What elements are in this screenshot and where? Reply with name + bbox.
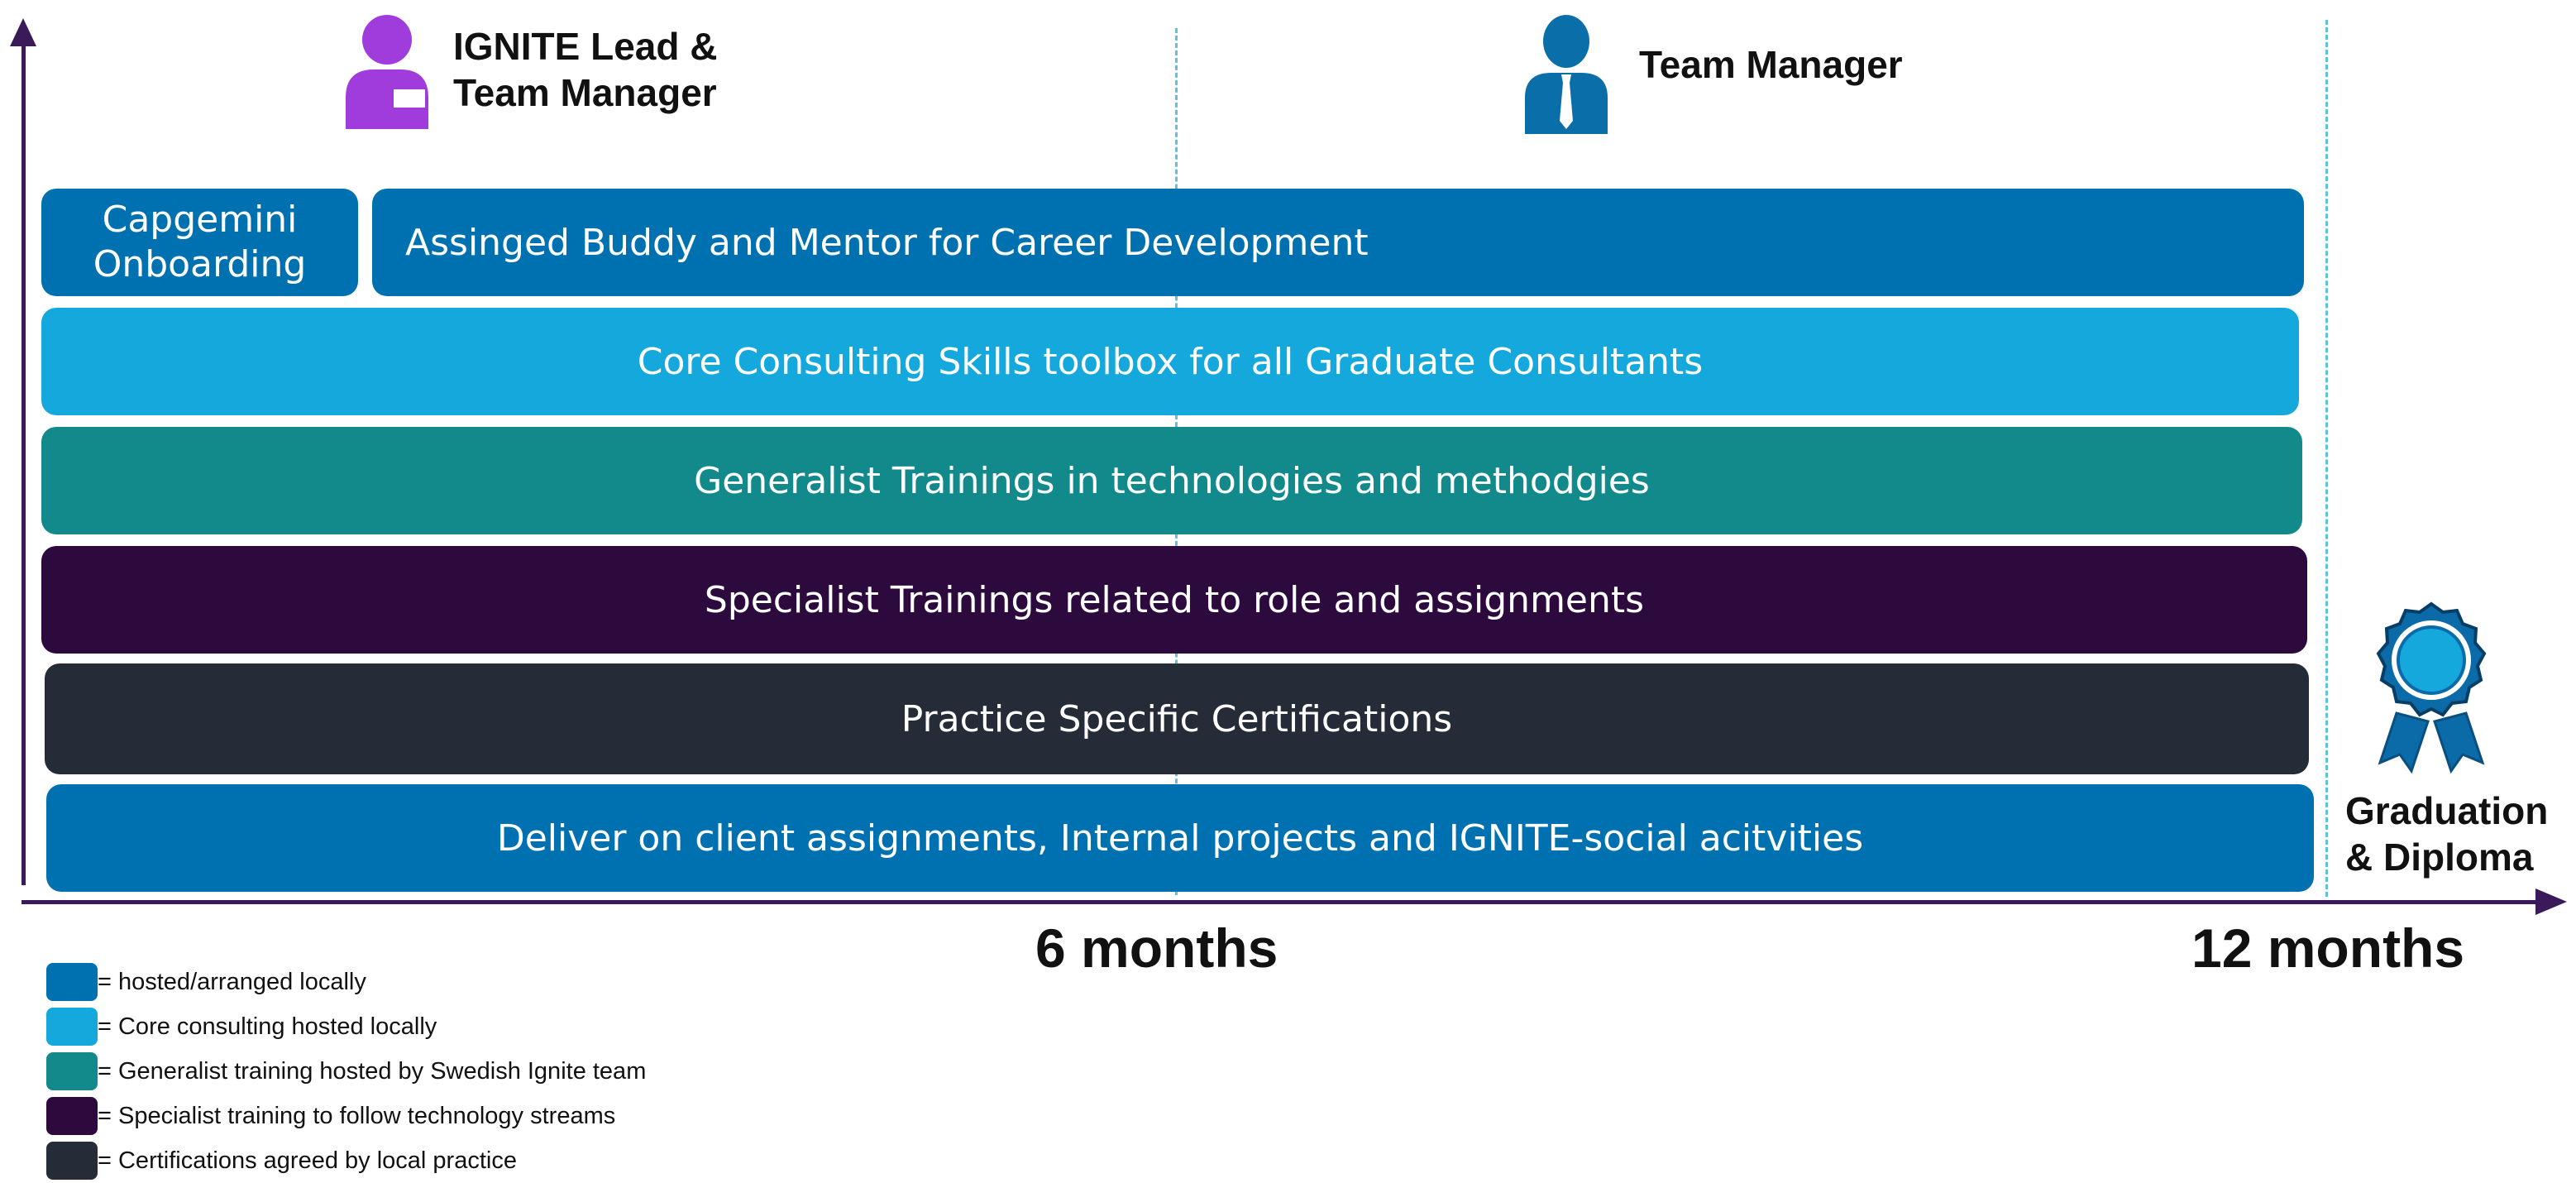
legend-item-generalist: = Generalist training hosted by Swedish …	[46, 1049, 646, 1094]
medal-ribbon-icon	[2365, 601, 2497, 776]
team-manager-title: Team Manager	[1639, 43, 1903, 86]
buddy-mentor-bar: Assinged Buddy and Mentor for Career Dev…	[372, 189, 2304, 296]
twelve-month-marker-line	[2325, 20, 2328, 897]
legend-swatch-generalist	[46, 1052, 98, 1090]
legend-item-local: = hosted/arranged locally	[46, 960, 646, 1004]
legend-label-specialist: = Specialist training to follow technolo…	[98, 1102, 616, 1129]
legend-label-certifications: = Certifications agreed by local practic…	[98, 1147, 517, 1174]
legend-label-core: = Core consulting hosted locally	[98, 1013, 437, 1040]
deliver-bar-label: Deliver on client assignments, Internal …	[496, 817, 1864, 860]
legend-swatch-specialist	[46, 1097, 98, 1135]
twelve-months-label: 12 months	[2191, 917, 2465, 979]
ignite-lead-person-icon	[341, 12, 433, 129]
legend-label-generalist: = Generalist training hosted by Swedish …	[98, 1057, 647, 1085]
certifications-bar: Practice Specific Certifications	[45, 663, 2309, 774]
vertical-axis-arrowhead	[10, 18, 36, 46]
ignite-lead-title: IGNITE Lead & Team Manager	[453, 25, 718, 114]
generalist-training-bar: Generalist Trainings in technologies and…	[41, 427, 2302, 534]
specialist-training-bar-label: Specialist Trainings related to role and…	[704, 578, 1645, 621]
legend-swatch-certifications	[46, 1142, 98, 1180]
timeline-axis-arrowhead	[2535, 888, 2567, 915]
legend-item-specialist: = Specialist training to follow technolo…	[46, 1094, 646, 1138]
team-manager-person-icon	[1520, 13, 1613, 134]
timeline-axis	[22, 900, 2544, 904]
onboarding-bar-label: Capgemini Onboarding	[93, 199, 307, 285]
buddy-mentor-bar-label: Assinged Buddy and Mentor for Career Dev…	[405, 221, 1369, 264]
legend: = hosted/arranged locally = Core consult…	[46, 960, 646, 1183]
graduation-label: Graduation & Diploma	[2345, 789, 2549, 879]
six-months-label: 6 months	[1035, 917, 1278, 979]
vertical-axis	[22, 33, 26, 885]
legend-swatch-local	[46, 963, 98, 1001]
legend-swatch-core	[46, 1008, 98, 1046]
certifications-bar-label: Practice Specific Certifications	[901, 697, 1453, 740]
core-consulting-bar-label: Core Consulting Skills toolbox for all G…	[637, 340, 1704, 383]
legend-item-core: = Core consulting hosted locally	[46, 1004, 646, 1049]
generalist-training-bar-label: Generalist Trainings in technologies and…	[694, 459, 1650, 502]
core-consulting-bar: Core Consulting Skills toolbox for all G…	[41, 308, 2299, 415]
legend-item-certifications: = Certifications agreed by local practic…	[46, 1138, 646, 1183]
specialist-training-bar: Specialist Trainings related to role and…	[41, 546, 2307, 654]
deliver-bar: Deliver on client assignments, Internal …	[46, 784, 2314, 892]
onboarding-bar: Capgemini Onboarding	[41, 189, 358, 296]
legend-label-local: = hosted/arranged locally	[98, 968, 366, 995]
